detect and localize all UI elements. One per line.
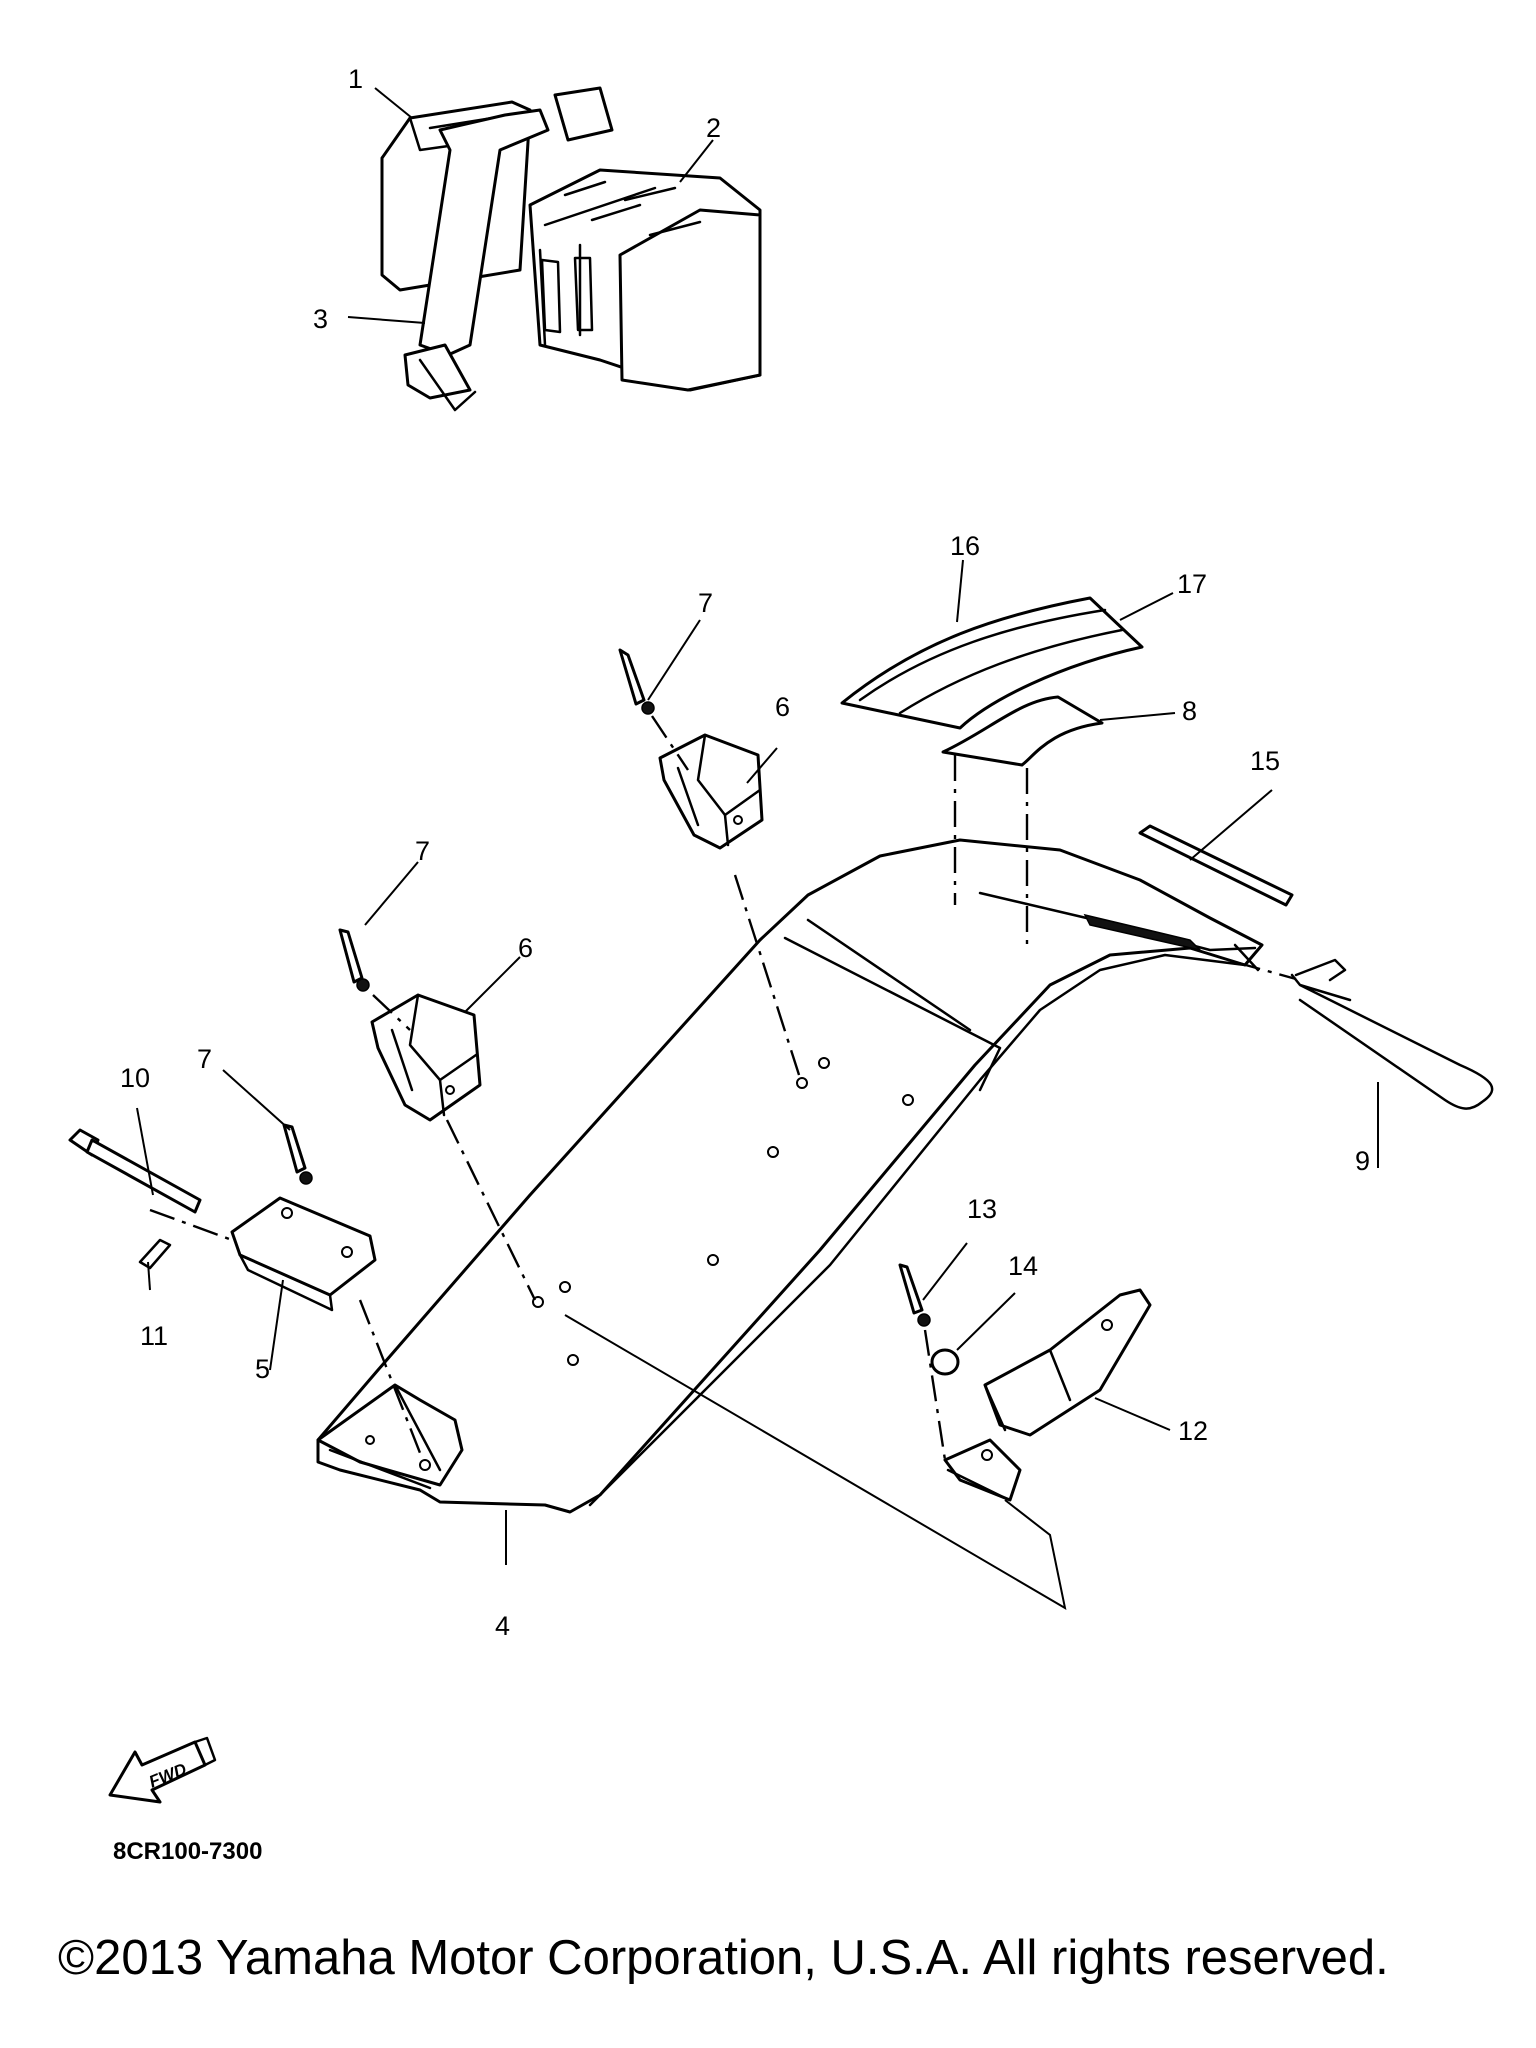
callout-6-lower: 6: [518, 933, 533, 963]
part-7-rivet-middle: [338, 928, 370, 992]
part-8-decal: [941, 695, 1104, 767]
callout-16: 16: [950, 531, 980, 561]
part-10-pin: [68, 1128, 202, 1214]
part-2-box: [528, 168, 762, 392]
callout-7-middle: 7: [415, 836, 430, 866]
part-9-grab-handle: [1290, 958, 1494, 1110]
part-13-screw: [898, 1263, 931, 1327]
callout-12: 12: [1178, 1416, 1208, 1446]
callout-10: 10: [120, 1063, 150, 1093]
part-4-fender: [316, 838, 1264, 1514]
callout-8: 8: [1182, 696, 1197, 726]
part-14-washer: [930, 1348, 960, 1376]
callout-11: 11: [140, 1321, 168, 1351]
diagram-code: 8CR100-7300: [113, 1838, 263, 1865]
part-3-strap: [403, 86, 614, 412]
callout-17: 17: [1177, 569, 1207, 599]
callout-2: 2: [706, 113, 721, 143]
callout-3: 3: [313, 304, 328, 334]
callout-15: 15: [1250, 746, 1280, 776]
fwd-arrow-icon: FWD: [108, 1736, 217, 1804]
part-6-clip-upper: [658, 733, 764, 850]
part-12-flap-bracket: [943, 1288, 1152, 1502]
copyright-text: ©2013 Yamaha Motor Corporation, U.S.A. A…: [58, 1931, 1389, 1985]
part-7-rivet-upper: [618, 648, 655, 715]
assembly-lines: [149, 715, 1297, 1610]
part-15-strip: [1138, 824, 1294, 907]
callout-5: 5: [255, 1354, 270, 1384]
callout-4: 4: [495, 1611, 510, 1641]
part-7-rivet-left: [282, 1123, 313, 1185]
callout-6-upper: 6: [775, 692, 790, 722]
callout-7-upper: 7: [698, 588, 713, 618]
callouts: 1 2 3 16 17 7 6 8 15 7 6 7 10 9 13 14 11…: [120, 64, 1370, 1641]
leader-lines: [136, 87, 1379, 1565]
part-6-clip-lower: [370, 993, 482, 1122]
callout-7-left: 7: [197, 1044, 212, 1074]
part-17-decal: [840, 596, 1144, 730]
callout-13: 13: [967, 1194, 997, 1224]
part-5-hinge: [230, 1196, 377, 1312]
part-11-cotter-pin: [138, 1238, 172, 1270]
callout-9: 9: [1355, 1146, 1370, 1176]
callout-14: 14: [1008, 1251, 1038, 1281]
callout-1: 1: [348, 64, 363, 94]
